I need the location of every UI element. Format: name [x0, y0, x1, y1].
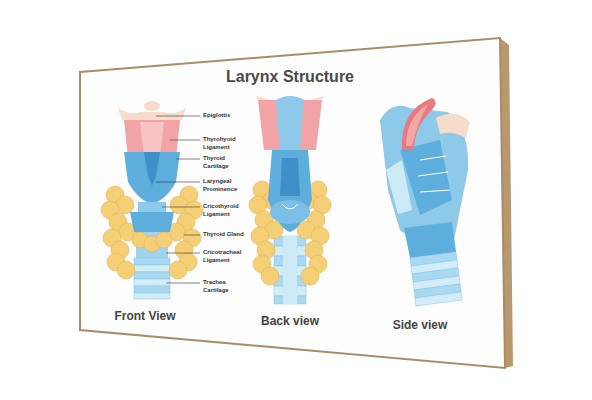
part-label: Thyroid Cartilage: [203, 155, 245, 171]
side-view-larynx: [380, 98, 470, 306]
anatomy-shape: [134, 286, 170, 293]
anatomy-shape: [280, 158, 300, 196]
leader-line: [176, 159, 200, 160]
part-label: Cricotracheal Ligament: [203, 249, 245, 265]
leader-line: [162, 207, 200, 208]
anatomy-shape: [134, 258, 170, 265]
view-label: Front View: [114, 309, 175, 323]
leader-line: [184, 235, 200, 236]
part-label: Trachea Cartilage: [203, 279, 245, 295]
leader-line: [166, 253, 200, 254]
anatomy-shape: [130, 212, 174, 232]
anatomy-shape: [134, 279, 170, 286]
part-label: Epiglottis: [203, 112, 245, 120]
anatomy-shape: [261, 267, 279, 285]
anatomy-shape: [301, 267, 319, 285]
anatomy-shape: [117, 261, 135, 279]
anatomy-shape: [134, 293, 170, 299]
view-label: Side view: [393, 318, 448, 332]
anatomy-shape: [144, 101, 160, 111]
anatomy-shape: [268, 150, 312, 232]
part-label: Thyroid Gland: [203, 231, 245, 239]
anatomy-shape: [415, 292, 462, 306]
anatomy-shape: [404, 222, 456, 258]
anatomy-shape: [134, 258, 170, 299]
leader-line: [156, 182, 200, 183]
poster-frame: [80, 38, 513, 368]
leader-lines: [156, 116, 200, 283]
leader-line: [170, 140, 200, 141]
anatomy-shape: [283, 236, 297, 304]
anatomy-shape: [274, 236, 306, 304]
part-label: Thyrohyoid Ligament: [203, 136, 245, 152]
anatomy-shape: [134, 265, 170, 272]
anatomy-shape: [124, 152, 180, 204]
anatomy-shape: [402, 98, 436, 150]
anatomy-shape: [270, 200, 310, 224]
anatomy-shape: [436, 114, 470, 138]
view-label: Back view: [261, 314, 319, 328]
front-view-larynx: [101, 101, 203, 299]
anatomy-shape: [282, 204, 298, 209]
anatomy-shape: [418, 156, 450, 192]
anatomy-shape: [410, 252, 462, 306]
anatomy-shape: [144, 152, 160, 186]
anatomy-shape: [140, 122, 164, 156]
poster-title: Larynx Structure: [226, 68, 354, 86]
leader-line: [156, 116, 200, 117]
part-label: Laryngeal Prominence: [203, 178, 245, 194]
anatomy-shape: [134, 272, 170, 279]
leader-line: [166, 283, 200, 284]
anatomy-shape: [138, 202, 166, 212]
back-view-larynx: [249, 96, 331, 304]
anatomy-shape: [156, 232, 172, 248]
anatomy-shape: [276, 96, 304, 150]
anatomy-shape: [406, 104, 428, 146]
anatomy-shape: [386, 160, 412, 214]
anatomy-shape: [169, 261, 187, 279]
part-label: Cricothyroid Ligament: [203, 203, 245, 219]
anatomy-shape: [80, 38, 505, 368]
